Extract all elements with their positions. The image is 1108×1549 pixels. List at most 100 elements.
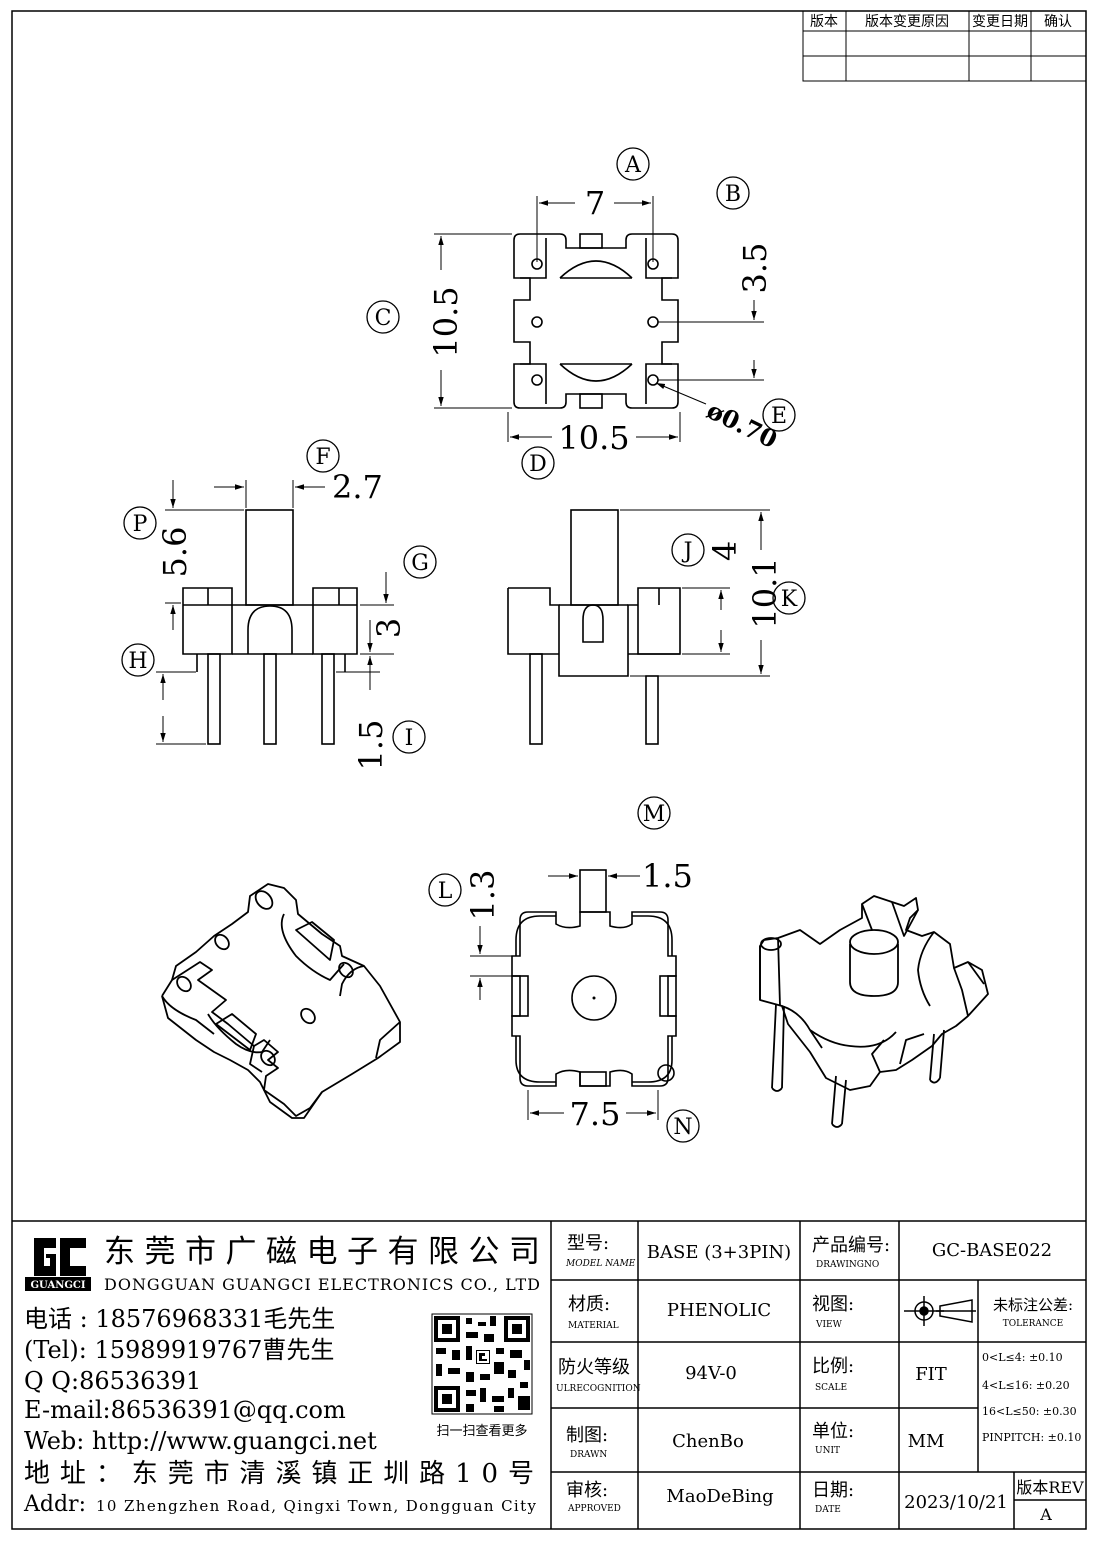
fire-label-en: ULRECOGNITION [556,1384,641,1394]
revision-table [802,10,1087,82]
date-label-en: DATE [815,1505,841,1515]
fire-value: 94V-0 [685,1363,737,1384]
tolerance-title-cn: 未标注公差: [993,1296,1073,1314]
rev-header-version: 版本 [810,14,838,30]
callout-c: C [375,306,392,331]
model-label-en: MODEL NAME [565,1259,636,1269]
scale-label-en: SCALE [815,1383,847,1393]
callout-letters: A B C D E F G H I J K L M N P [128,153,797,1140]
product-no-value: GC-BASE022 [932,1240,1052,1261]
bottom-center-dot [592,996,596,1000]
tolerance-row-3: 16<L≤50: ±0.30 [982,1405,1077,1418]
dim-top-width: 7 [585,184,605,222]
company-address-en-label: Addr: [23,1492,86,1517]
company-name-cn: 东莞市广磁电子有限公司 [104,1234,540,1270]
dim-step: 3 [370,618,408,638]
model-label-cn: 型号: [567,1233,609,1254]
unit-label-cn: 单位: [812,1421,854,1442]
side-view-left-dims [156,480,394,745]
bottom-view-dims [470,873,659,1120]
company-phone-1: 电话 : 18576968331毛先生 [24,1305,335,1333]
callout-k: K [781,587,798,612]
company-address-en: 10 Zhengzhen Road, Qingxi Town, Dongguan… [96,1497,537,1515]
side-view-right-dims [620,509,770,677]
qr-code [431,1313,533,1415]
dim-total-height: 10.1 [746,557,784,628]
company-web: Web: http://www.guangci.net [24,1427,377,1455]
tolerance-row-2: 4<L≤16: ±0.20 [982,1379,1070,1392]
qr-caption: 扫一扫查看更多 [436,1423,527,1439]
scale-label-cn: 比例: [812,1356,854,1377]
logo-text: GUANGCI [30,1280,85,1291]
iso-view-top [759,895,989,1128]
drawn-value: ChenBo [672,1431,744,1452]
side-view-right [507,509,681,745]
callout-a: A [624,153,642,178]
top-view [513,233,679,409]
fire-label-cn: 防火等级 [558,1357,630,1378]
callout-g: G [411,551,429,576]
company-address-cn: 地址：东莞市清溪镇正圳路10号 [24,1459,534,1489]
top-view-dims [434,196,764,442]
dim-bottom-width: 7.5 [570,1095,621,1133]
unit-value: MM [908,1431,945,1452]
callout-b: B [725,182,741,207]
rev-value: A [1039,1505,1052,1524]
material-label-en: MATERIAL [568,1321,619,1331]
callout-j: J [682,539,693,564]
view-label-cn: 视图: [812,1294,854,1315]
sheet-border [11,10,1087,1530]
company-phone-2: (Tel): 15989919767曹先生 [24,1336,334,1364]
dim-post-width: 2.7 [332,468,383,506]
dim-bottom-key: 1.5 [642,857,693,895]
callout-i: I [405,726,414,751]
callout-h: H [128,649,147,674]
unit-label-en: UNIT [815,1446,840,1456]
bottom-view [511,869,677,1087]
iso-view-bottom [161,883,401,1119]
drawn-label-cn: 制图: [566,1425,608,1446]
rev-header-confirm: 确认 [1044,14,1072,30]
dim-top-height: 10.5 [427,286,465,357]
dim-top-bottom-width: 10.5 [558,419,629,457]
dim-pin-length: 1.5 [352,720,390,771]
dim-bottom-slot: 1.3 [464,870,502,921]
dim-post-height: 5.6 [156,527,194,578]
company-logo [25,1232,91,1294]
approved-value: MaoDeBing [666,1486,773,1507]
material-value: PHENOLIC [667,1300,771,1321]
tolerance-title-en: TOLERANCE [1003,1319,1064,1329]
rev-header-reason: 版本变更原因 [865,14,949,30]
callout-f: F [315,445,330,470]
approved-label-cn: 审核: [566,1480,608,1501]
product-no-label-en: DRAWINGNO [816,1260,879,1270]
callout-n: N [673,1115,692,1140]
callout-l: L [438,879,453,904]
callout-p: P [133,512,148,537]
material-label-cn: 材质: [568,1294,610,1315]
callouts [121,147,806,1143]
date-value: 2023/10/21 [904,1492,1008,1513]
scale-value: FIT [915,1364,947,1385]
company-email: E-mail:86536391@qq.com [24,1396,346,1424]
title-block-frame [12,1220,1086,1529]
dim-right-j: 4 [706,541,744,561]
tolerance-row-4: PINPITCH: ±0.10 [982,1431,1081,1444]
side-view-left [182,509,358,745]
tolerance-row-1: 0<L≤4: ±0.10 [982,1351,1063,1364]
dim-pin-pitch: 3.5 [736,243,774,294]
product-no-label-cn: 产品编号: [812,1235,890,1256]
rev-header-date: 变更日期 [972,14,1028,30]
view-label-en: VIEW [815,1320,843,1330]
drawn-label-en: DRAWN [570,1450,607,1460]
date-label-cn: 日期: [812,1480,854,1501]
company-qq: Q Q:86536391 [24,1367,201,1395]
projection-symbol-icon [904,1296,976,1326]
company-name-en: DONGGUAN GUANGCI ELECTRONICS CO., LTD [104,1275,540,1294]
approved-label-en: APPROVED [567,1504,621,1514]
callout-d: D [529,452,547,477]
callout-e: E [771,404,787,429]
callout-m: M [643,802,666,827]
model-value: BASE (3+3PIN) [647,1242,791,1263]
